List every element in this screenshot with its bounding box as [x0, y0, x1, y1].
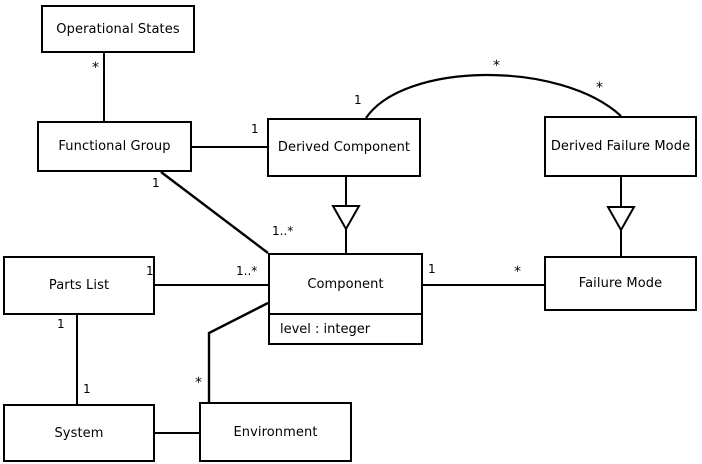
multiplicity-label-comp-fm-one: 1	[428, 262, 436, 276]
class-name-operational-states: Operational States	[56, 21, 180, 37]
connector-functional-group-component	[160, 171, 269, 254]
class-component[interactable]: Component level : integer	[268, 253, 423, 345]
class-name-system: System	[54, 425, 104, 441]
multiplicity-label-fg-comp-many: 1..*	[272, 224, 294, 238]
multiplicity-label-fg-dc-one: 1	[354, 93, 362, 107]
generalization-arrow-derived-component	[331, 205, 361, 232]
class-name-functional-group: Functional Group	[58, 139, 171, 154]
class-name-environment: Environment	[233, 424, 318, 440]
class-name-derived-component: Derived Component	[277, 140, 411, 155]
generalization-arrow-derived-failure-mode	[606, 206, 636, 233]
class-parts-list[interactable]: Parts List	[3, 256, 155, 315]
multiplicity-label-pl-sys-one-top: 1	[57, 317, 65, 331]
class-operational-states[interactable]: Operational States	[41, 5, 195, 53]
connector-derived-component-derived-failure-mode	[365, 73, 622, 119]
multiplicity-label-dfm-curve-star: *	[596, 80, 603, 96]
class-derived-component[interactable]: Derived Component	[267, 118, 421, 177]
class-name-failure-mode: Failure Mode	[578, 276, 663, 291]
class-failure-mode[interactable]: Failure Mode	[544, 256, 697, 311]
multiplicity-label-env-comp-star: *	[195, 375, 202, 391]
class-system[interactable]: System	[3, 404, 155, 462]
connector-environment-component	[207, 301, 269, 402]
multiplicity-label-comp-fm-star: *	[514, 264, 521, 280]
class-attribute-component-level: level : integer	[270, 313, 421, 343]
multiplicity-label-fg-comp-one: 1	[152, 176, 160, 190]
multiplicity-label-os-fg-star: *	[92, 60, 99, 76]
class-derived-failure-mode[interactable]: Derived Failure Mode	[544, 116, 697, 177]
class-name-parts-list: Parts List	[48, 278, 110, 293]
multiplicity-label-fg-dc-mult-one: 1	[251, 122, 259, 136]
multiplicity-label-pl-sys-one-bottom: 1	[83, 382, 91, 396]
multiplicity-label-dc-dfm-star: *	[493, 58, 500, 74]
class-environment[interactable]: Environment	[199, 402, 352, 462]
class-name-component: Component	[307, 276, 384, 292]
multiplicity-label-pl-comp-many: 1..*	[236, 264, 258, 278]
multiplicity-label-pl-comp-one: 1	[146, 264, 154, 278]
class-functional-group[interactable]: Functional Group	[37, 121, 192, 172]
class-name-derived-failure-mode: Derived Failure Mode	[550, 139, 691, 154]
